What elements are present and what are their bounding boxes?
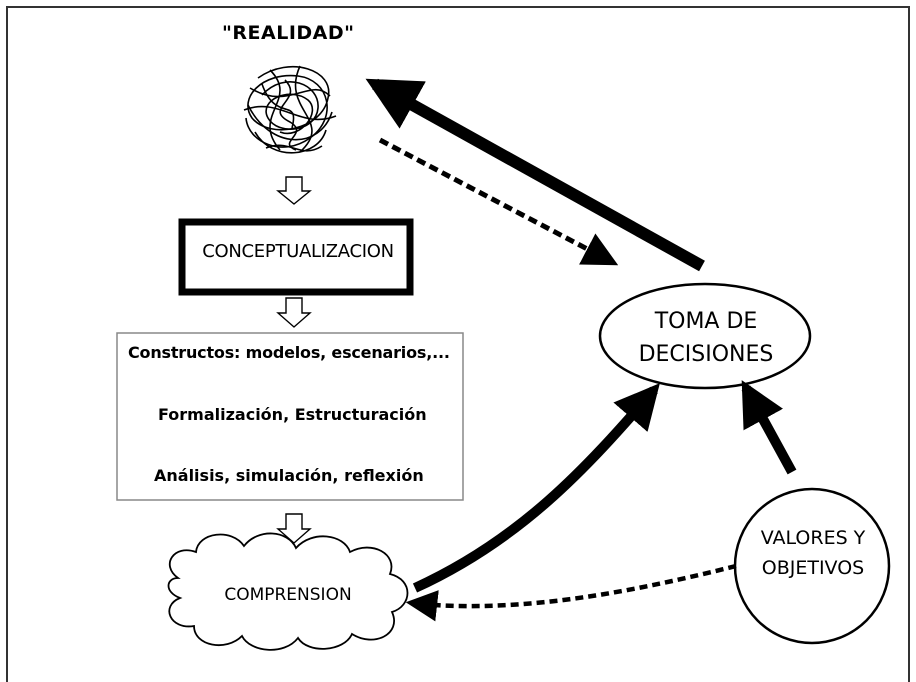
toma-de-decisiones-line-2: DECISIONES bbox=[638, 342, 774, 367]
conceptualization-label: CONCEPTUALIZACION bbox=[202, 241, 394, 262]
values-to-decision-arrow bbox=[741, 380, 797, 475]
process-step-formalizacion: Formalización, Estructuración bbox=[158, 405, 427, 424]
comprehension-to-decision-arrow bbox=[412, 383, 660, 593]
toma-de-decisiones-ellipse bbox=[598, 282, 812, 390]
process-step-analisis: Análisis, simulación, reflexión bbox=[154, 466, 424, 485]
decision-to-reality-arrow bbox=[365, 78, 705, 272]
hollow-down-arrow-icon bbox=[276, 176, 312, 205]
process-steps-box bbox=[116, 332, 464, 501]
diagram-frame bbox=[6, 6, 910, 682]
hollow-down-arrow-icon bbox=[276, 513, 312, 544]
conceptualization-box bbox=[178, 218, 414, 296]
process-step-constructos: Constructos: modelos, escenarios,... bbox=[128, 343, 450, 362]
valores-objetivos-label: VALORES Y OBJETIVOS bbox=[736, 523, 890, 583]
comprension-cloud bbox=[167, 532, 409, 651]
hollow-down-arrow-icon bbox=[276, 297, 312, 328]
reality-label: "REALIDAD" bbox=[222, 22, 355, 44]
valores-objetivos-line-2: OBJETIVOS bbox=[761, 557, 865, 579]
toma-de-decisiones-line-1: TOMA DE bbox=[654, 309, 758, 334]
values-to-comprehension-dashed-arrow bbox=[405, 563, 737, 622]
reality-to-decision-dashed-arrow bbox=[378, 137, 619, 266]
scribble-tangle-icon bbox=[243, 65, 337, 154]
comprension-label: COMPRENSION bbox=[224, 585, 352, 605]
valores-objetivos-line-1: VALORES Y bbox=[760, 527, 866, 549]
toma-de-decisiones-label: TOMA DE DECISIONES bbox=[604, 305, 808, 371]
